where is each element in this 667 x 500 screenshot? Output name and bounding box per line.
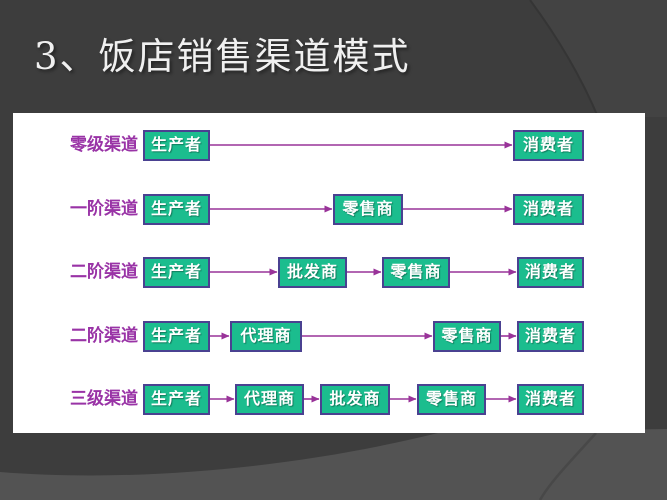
channel-row-label: 一阶渠道 (70, 199, 138, 219)
channel-row-label: 二阶渠道 (70, 326, 138, 346)
channel-row-label: 三级渠道 (70, 389, 138, 409)
flow-node: 消费者 (513, 130, 584, 161)
flow-node: 消费者 (513, 194, 584, 225)
flow-node: 生产者 (143, 321, 210, 352)
flow-node: 生产者 (143, 130, 210, 161)
slide-title: 3、饭店销售渠道模式 (34, 35, 411, 78)
channel-row-label: 零级渠道 (70, 135, 138, 155)
channel-row-label: 二阶渠道 (70, 262, 138, 282)
flow-node: 零售商 (417, 384, 486, 415)
top-right-swoosh (530, 0, 667, 117)
flow-node: 零售商 (333, 194, 403, 225)
flow-node: 零售商 (433, 321, 501, 352)
flow-node: 消费者 (517, 384, 584, 415)
flow-node: 消费者 (517, 321, 584, 352)
flow-node: 批发商 (320, 384, 390, 415)
flow-node: 零售商 (382, 257, 450, 288)
flow-node: 消费者 (517, 257, 584, 288)
flow-node: 生产者 (143, 257, 210, 288)
flow-node: 代理商 (230, 321, 302, 352)
top-right-curve-line (529, 0, 599, 118)
flow-node: 代理商 (235, 384, 304, 415)
bottom-swoosh (0, 429, 667, 500)
flow-node: 生产者 (143, 384, 210, 415)
diagram-panel: 零级渠道生产者消费者一阶渠道生产者零售商消费者二阶渠道生产者批发商零售商消费者二… (13, 113, 645, 433)
bottom-right-curve-line (538, 432, 597, 500)
flow-node: 批发商 (278, 257, 347, 288)
flow-node: 生产者 (143, 194, 210, 225)
